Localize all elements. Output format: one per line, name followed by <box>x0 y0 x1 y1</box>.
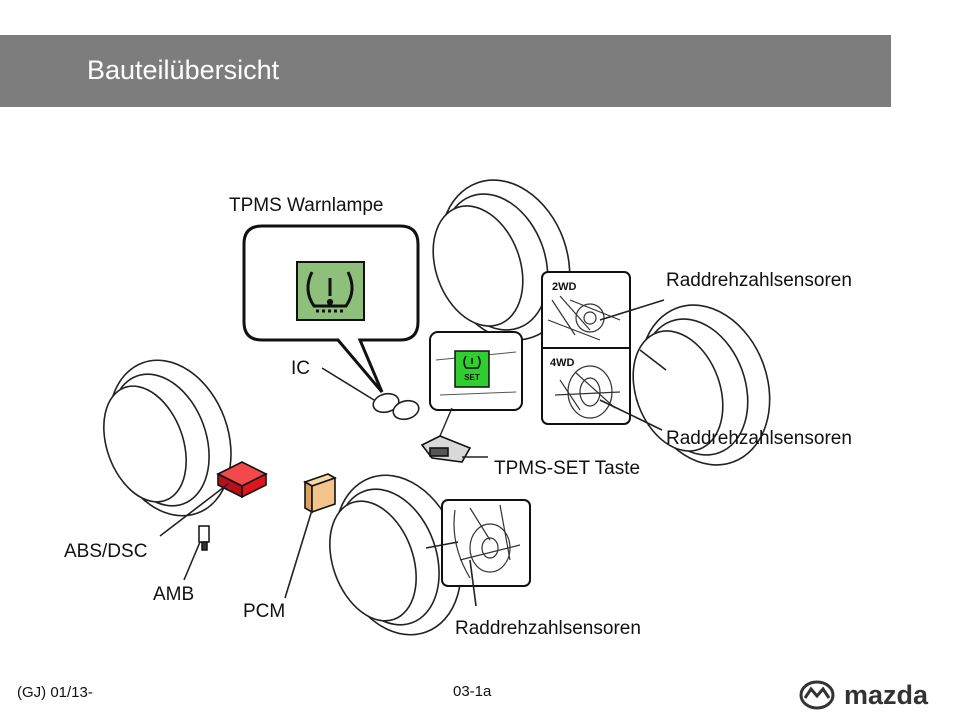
tpms-set-taste-label: TPMS-SET Taste <box>494 458 641 479</box>
tpms-warning-icon <box>306 271 354 313</box>
tpms-warning-lamp-callout <box>242 224 420 393</box>
variant-2wd-label: 2WD <box>552 281 577 293</box>
title-bar: Bauteilübersicht <box>0 35 891 107</box>
tpms-set-icon <box>463 355 481 369</box>
tpms-set-panel-inset: SET <box>429 331 523 411</box>
pcm-label: PCM <box>243 601 286 622</box>
amb-sensor <box>198 525 210 551</box>
rear-sensor-inset: 2WD 4WD <box>541 271 631 425</box>
front-sensor-inset <box>441 499 531 587</box>
variant-4wd-label: 4WD <box>550 357 575 369</box>
mazda-wordmark: mazda <box>844 680 929 710</box>
raddrehzahlsensoren-rear-top-label: Raddrehzahlsensoren <box>666 270 852 291</box>
pcm-unit <box>303 473 337 514</box>
wheel-front-left <box>103 359 232 517</box>
abs-dsc-label: ABS/DSC <box>64 541 148 562</box>
wheel-front-right <box>329 474 462 636</box>
page-title: Bauteilübersicht <box>87 55 280 85</box>
amb-label: AMB <box>153 584 195 605</box>
page-number: 03-1a <box>453 683 492 700</box>
wheel-rear-right <box>632 304 771 466</box>
raddrehzahlsensoren-rear-bottom-label: Raddrehzahlsensoren <box>666 428 852 449</box>
mazda-emblem-icon <box>799 680 835 710</box>
set-button-text: SET <box>464 373 480 382</box>
doc-reference: (GJ) 01/13- <box>17 684 93 701</box>
instrument-cluster <box>372 392 420 421</box>
ic-label: IC <box>291 358 310 379</box>
tpms-set-switch <box>420 435 472 463</box>
wheel-rear-left <box>432 179 571 341</box>
mazda-logo: mazda <box>799 680 929 710</box>
tpms-warnlampe-label: TPMS Warnlampe <box>229 195 384 216</box>
raddrehzahlsensoren-front-label: Raddrehzahlsensoren <box>455 618 641 639</box>
abs-dsc-unit <box>216 461 268 499</box>
